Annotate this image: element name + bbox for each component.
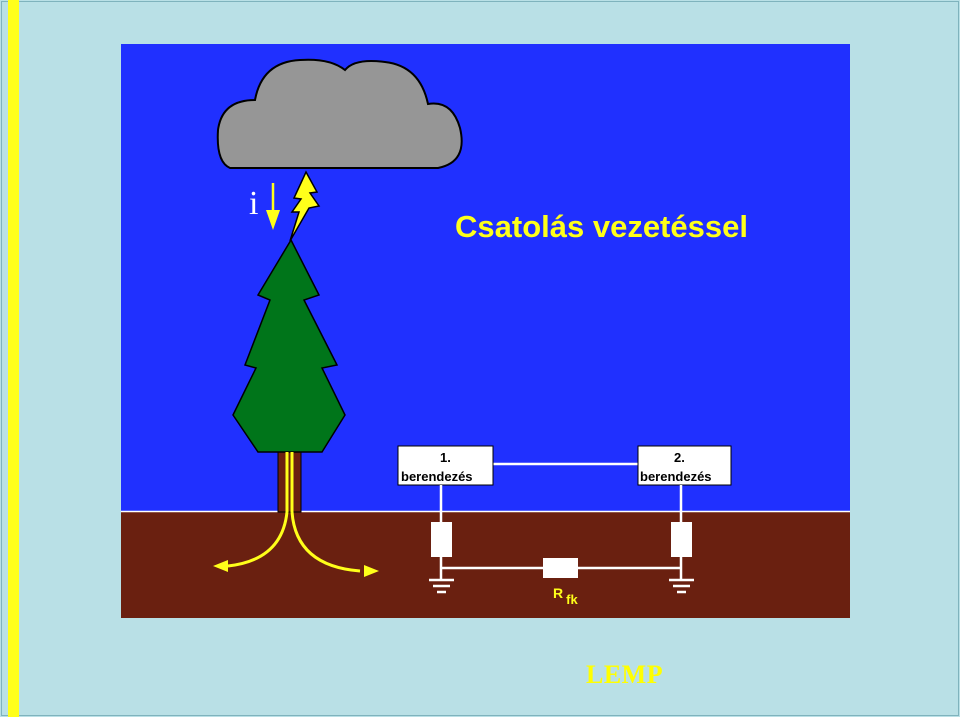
device-1-label: berendezés bbox=[401, 469, 473, 484]
footer-label: LEMP bbox=[586, 660, 664, 689]
cloud-icon bbox=[216, 58, 463, 169]
ground-symbol-2-icon bbox=[669, 578, 694, 594]
device-1-number: 1. bbox=[440, 450, 451, 465]
current-arrow-icon bbox=[266, 183, 280, 230]
resistor-subscript: fk bbox=[566, 592, 578, 607]
ground-symbol-1-icon bbox=[429, 578, 454, 594]
device-1-ground-connection bbox=[431, 485, 452, 580]
device-2-ground-impedance bbox=[671, 522, 692, 557]
tree-trunk bbox=[277, 449, 302, 513]
ground-panel bbox=[121, 512, 850, 618]
current-symbol: i bbox=[249, 185, 258, 222]
tree-icon bbox=[232, 238, 346, 513]
current-arrowhead-right bbox=[364, 565, 379, 577]
tree-crown bbox=[232, 238, 346, 453]
side-accent-bar bbox=[8, 0, 19, 717]
device-2-number: 2. bbox=[674, 450, 685, 465]
earth-current-path bbox=[227, 452, 361, 573]
resistor-symbol-r: R bbox=[553, 585, 563, 601]
device-1-box: 1. berendezés bbox=[397, 445, 494, 486]
device-2-box: 2. berendezés bbox=[637, 445, 732, 486]
earth-resistor bbox=[543, 558, 578, 578]
current-arrowhead-left bbox=[213, 560, 228, 572]
diagram-title: Csatolás vezetéssel bbox=[455, 209, 748, 244]
device-1-ground-impedance bbox=[431, 522, 452, 557]
device-2-label: berendezés bbox=[640, 469, 712, 484]
